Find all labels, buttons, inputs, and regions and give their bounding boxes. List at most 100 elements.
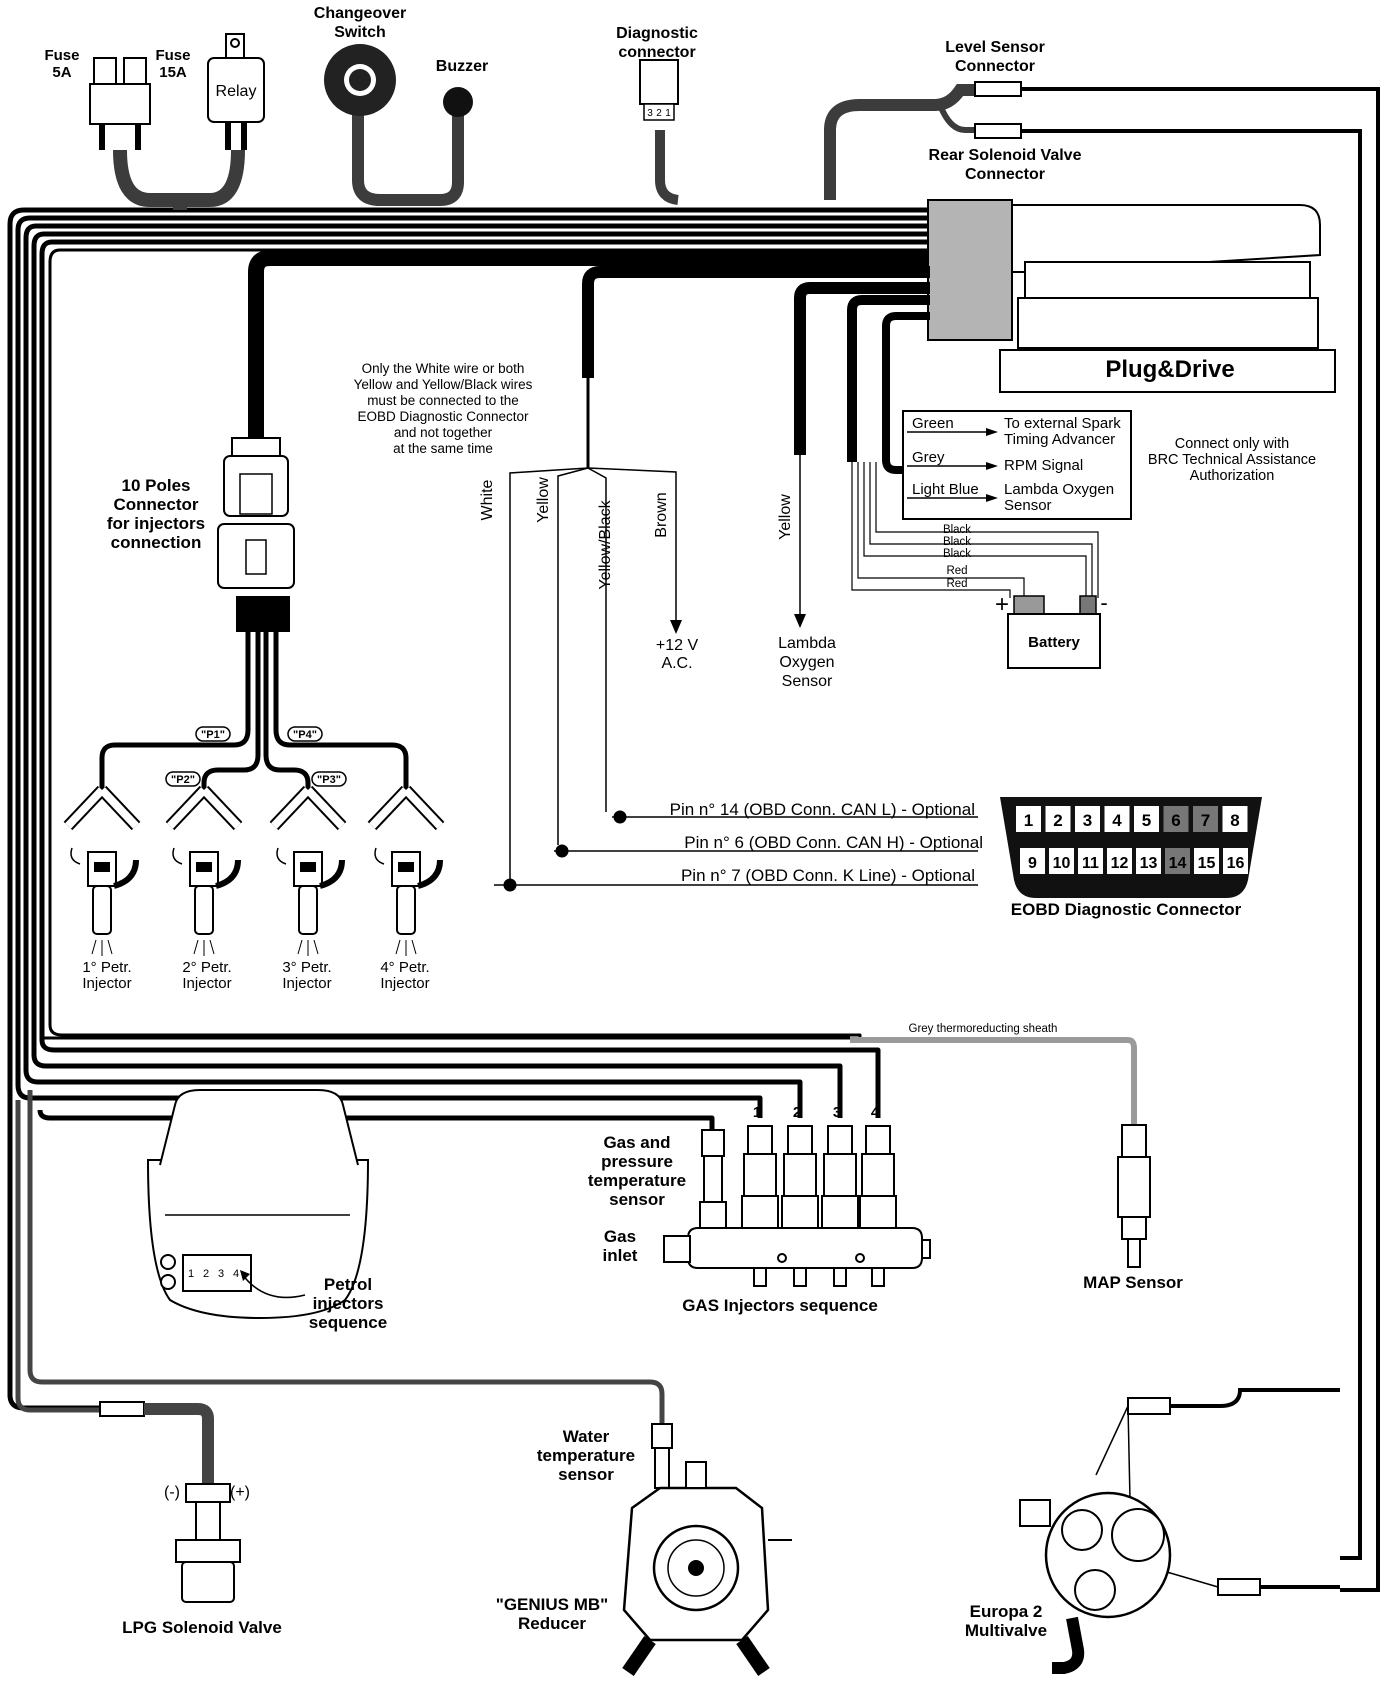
fuse-lead [99, 124, 141, 150]
arrow-lambda-icon [794, 614, 806, 628]
signal-lines [907, 431, 990, 499]
level-label-2: Connector [955, 58, 1035, 75]
p4-branch [273, 632, 409, 790]
fuse-15a-label-2: 15A [159, 64, 187, 81]
obd-pin-label: 6 [1171, 811, 1180, 830]
gas-nozzle-icon [793, 1267, 807, 1287]
multivalve-connector-icon [1127, 1397, 1171, 1415]
wire-white-label: White [479, 479, 496, 520]
box-lightblue-label: Light Blue [912, 481, 979, 498]
petrol-injectors [63, 785, 445, 956]
obd-pin-label: 3 [1083, 811, 1092, 830]
battery-positive-terminal [1013, 595, 1045, 615]
car-headlight-icon [160, 1274, 176, 1290]
gas-injector-base [859, 1195, 897, 1229]
inj1-label-2: Injector [82, 975, 131, 992]
harness-wire [39, 239, 935, 1118]
changeover-switch: Changeover Switch Buzzer [314, 5, 488, 206]
p4-tag [287, 726, 323, 742]
sequence-leader [241, 1273, 306, 1299]
lpg-valve-wire [15, 1100, 100, 1413]
car-windshield-icon [159, 1089, 359, 1166]
lambda-label-3: Sensor [782, 673, 833, 690]
red-wire [851, 462, 1011, 598]
petrol-injector-icon [92, 885, 112, 935]
eobd-wires [494, 266, 978, 892]
diag-label-1: Diagnostic [616, 25, 698, 42]
diag-pin-block [643, 103, 675, 121]
wire-brown-label: Brown [653, 492, 670, 537]
obd-pin-cell [1049, 848, 1074, 874]
wire-yellow2-label: Yellow [777, 494, 794, 540]
water-label: sensor [558, 1465, 614, 1484]
obd-pin-cell [1193, 806, 1218, 832]
obd-pin-label: 8 [1230, 811, 1239, 830]
curved-arrow-icon [172, 847, 183, 865]
minus-terminal-label: (-) [164, 1484, 180, 1501]
obd-pin-cell [1104, 806, 1130, 832]
gas-injector-icon [861, 1153, 895, 1197]
rear-connector-icon [974, 123, 1022, 139]
map-sensor-icon [1117, 1156, 1151, 1218]
arrow-icon [986, 428, 998, 436]
gas-injector-base [781, 1195, 819, 1229]
gas-rail-icon [687, 1227, 923, 1269]
obd-pin-label: 7 [1201, 811, 1210, 830]
europa-multivalve: Europa 2 Multivalve [965, 1388, 1340, 1674]
multivalve-wire [1170, 1388, 1340, 1408]
inj3-label-2: Injector [282, 975, 331, 992]
connector-latch [245, 539, 267, 575]
arrow-icon [986, 494, 998, 502]
gas-inlet-icon [663, 1235, 691, 1263]
fuse-group: Fuse 5A Fuse 15A [44, 47, 245, 210]
gas-injector-plug-icon [865, 1125, 891, 1155]
diag-wire [655, 130, 679, 205]
gasinj-seq-label: GAS Injectors sequence [682, 1296, 878, 1315]
genius-label-2: Reducer [518, 1614, 586, 1633]
black-label: Black [943, 524, 971, 536]
reducer-hoses [622, 1636, 770, 1676]
car-num: 3 [218, 1268, 224, 1280]
relay-lead [225, 122, 247, 150]
box-lambda-label-2: Sensor [1004, 497, 1052, 514]
gas-injector-number: 2 [793, 1104, 801, 1121]
obd-pin-label: 2 [1053, 811, 1062, 830]
obd-pin-label: 1 [1024, 811, 1033, 830]
note-line: and not together [394, 425, 493, 440]
p3-label: "P3" [317, 774, 341, 786]
water-sensor-wire [27, 1090, 665, 1425]
injector-plug-icon [300, 862, 316, 872]
water-sensor-plug [651, 1423, 673, 1449]
y-connector-inner [167, 787, 241, 829]
relay: Relay [207, 33, 265, 150]
lpg-terminal-icon [185, 1483, 231, 1503]
obd-pin-label: 12 [1111, 855, 1129, 872]
obd-pin-label: 14 [1169, 855, 1187, 872]
inj4-label-2: Injector [380, 975, 429, 992]
ten-poles-connector: 10 Poles Connector for injectors connect… [107, 437, 295, 632]
map-plug-icon [1121, 1124, 1147, 1158]
obd-pin-cell [1165, 848, 1190, 874]
brc-logo-icon [349, 69, 371, 91]
p2-label: "P2" [171, 774, 195, 786]
brc-note-line: Authorization [1190, 468, 1275, 484]
fuse-wire [113, 149, 245, 207]
gas-injector-plug-icon [827, 1125, 853, 1155]
note-line: Only the White wire or both [362, 361, 525, 376]
lpg-label: LPG Solenoid Valve [122, 1618, 282, 1637]
injector-bypass-icon [417, 859, 443, 889]
wire-yellow-label: Yellow [535, 477, 552, 523]
p3-branch [263, 632, 311, 790]
map-nozzle [1127, 1238, 1141, 1268]
black-wire [863, 462, 1087, 598]
p4-label: "P4" [293, 729, 317, 741]
car-headlight-icon [160, 1254, 176, 1270]
level-connector-icon [974, 81, 1022, 97]
plus-terminal-label: (+) [230, 1484, 250, 1501]
gas-outlet-icon [685, 1461, 707, 1489]
injector-bypass-icon [113, 859, 139, 889]
injector-bypass-icon [215, 859, 241, 889]
note-line: Yellow and Yellow/Black wires [354, 377, 533, 392]
engine-block-icon [182, 1254, 252, 1292]
